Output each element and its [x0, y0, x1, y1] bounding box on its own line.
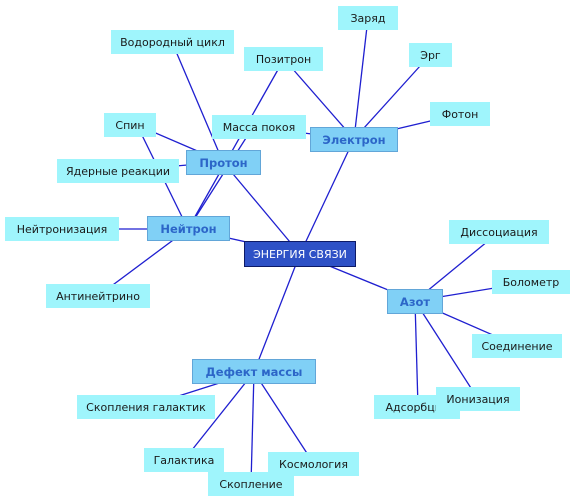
node-antineutrino[interactable]: Антинейтрино [46, 284, 150, 308]
node-rest-mass[interactable]: Масса покоя [212, 115, 306, 139]
node-galaxy-clusters[interactable]: Скопления галактик [77, 395, 215, 419]
node-compound[interactable]: Соединение [472, 334, 562, 358]
node-nitrogen[interactable]: Азот [387, 289, 443, 314]
node-neutron[interactable]: Нейтрон [147, 216, 230, 241]
node-bolometer[interactable]: Болометр [492, 270, 570, 294]
node-galaxy[interactable]: Галактика [144, 448, 224, 472]
node-cluster[interactable]: Скопление [208, 472, 294, 496]
node-spin[interactable]: Спин [104, 113, 156, 137]
node-positron[interactable]: Позитрон [244, 47, 323, 71]
node-mass-defect[interactable]: Дефект массы [192, 359, 316, 384]
node-photon[interactable]: Фотон [430, 102, 490, 126]
node-nuclear-reactions[interactable]: Ядерные реакции [57, 159, 179, 183]
node-hydrogen-cycle[interactable]: Водородный цикл [111, 30, 234, 54]
node-binding-energy[interactable]: ЭНЕРГИЯ СВЯЗИ [244, 241, 356, 267]
node-proton[interactable]: Протон [186, 150, 261, 175]
node-ionization[interactable]: Ионизация [436, 387, 520, 411]
node-electron[interactable]: Электрон [310, 127, 398, 152]
node-erg[interactable]: Эрг [409, 43, 452, 67]
node-neutronization[interactable]: Нейтронизация [5, 217, 119, 241]
node-dissociation[interactable]: Диссоциация [449, 220, 549, 244]
node-charge[interactable]: Заряд [338, 6, 398, 30]
